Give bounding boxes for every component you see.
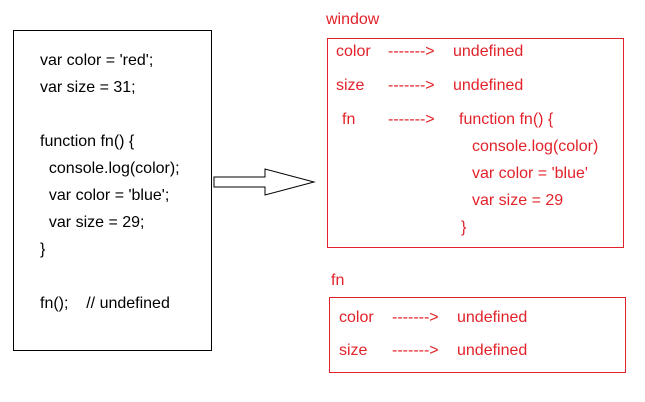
window-fn-body-line-3: var size = 29 — [472, 192, 564, 209]
fn-var-size-value: undefined — [457, 342, 528, 359]
code-line-8: fn(); // undefined — [40, 295, 170, 312]
window-fn-body-line-1: console.log(color) — [472, 138, 599, 155]
window-var-color-value: undefined — [453, 43, 524, 60]
fn-var-size-arrow: -------> — [392, 342, 439, 359]
window-scope-title: window — [326, 11, 380, 28]
fn-var-color-name: color — [339, 309, 374, 326]
code-line-6: var size = 29; — [40, 214, 145, 231]
window-fn-body-line-4: } — [461, 219, 467, 236]
code-line-1: var color = 'red'; — [40, 52, 154, 69]
window-var-fn-name: fn — [342, 111, 356, 128]
window-var-fn-value: function fn() { — [459, 111, 554, 128]
code-line-4: console.log(color); — [40, 160, 180, 177]
fn-var-color-arrow: -------> — [392, 309, 439, 326]
right-arrow-icon — [213, 168, 316, 196]
code-line-7: } — [40, 241, 46, 258]
window-var-fn-arrow: -------> — [388, 111, 435, 128]
window-var-size-arrow: -------> — [388, 77, 435, 94]
window-var-size-value: undefined — [453, 77, 524, 94]
fn-scope-title: fn — [331, 272, 345, 289]
source-code-panel: var color = 'red'; var size = 31; functi… — [13, 30, 212, 351]
code-line-5: var color = 'blue'; — [40, 187, 170, 204]
code-line-3: function fn() { — [40, 133, 135, 150]
fn-var-size-name: size — [339, 342, 368, 359]
window-var-color-name: color — [336, 43, 371, 60]
fn-scope-box: color -------> undefined size -------> u… — [329, 297, 626, 373]
window-var-color-arrow: -------> — [388, 43, 435, 60]
fn-var-color-value: undefined — [457, 309, 528, 326]
window-var-size-name: size — [336, 77, 365, 94]
window-scope-box: color -------> undefined size -------> u… — [327, 38, 624, 248]
code-line-2: var size = 31; — [40, 79, 136, 96]
window-fn-body-line-2: var color = 'blue' — [472, 165, 588, 182]
